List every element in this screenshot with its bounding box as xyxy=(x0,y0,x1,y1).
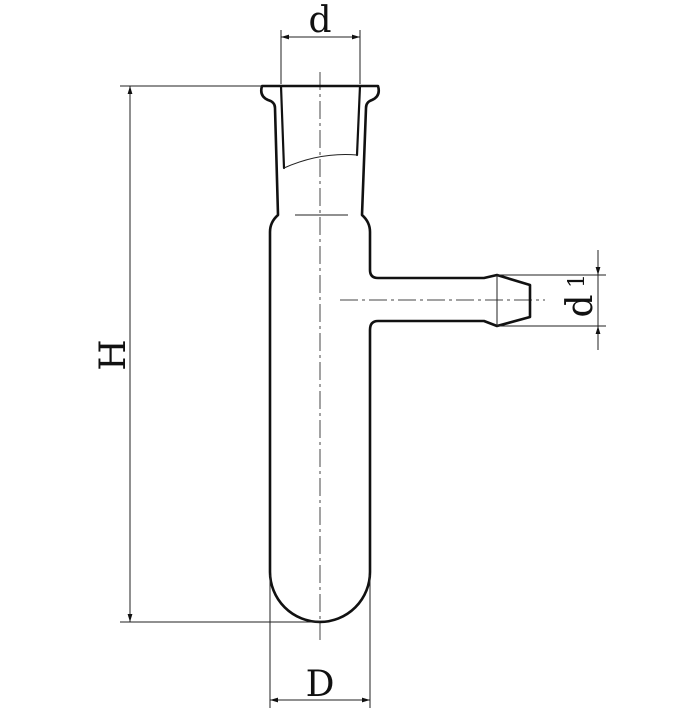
dimension-label-d1-subscript: 1 xyxy=(565,274,590,288)
tube-outline xyxy=(259,84,532,624)
dimension-D: D xyxy=(269,575,371,708)
dimension-d: d xyxy=(280,0,361,84)
dimension-label-D: D xyxy=(306,664,335,705)
dimension-d1: d 1 xyxy=(497,250,606,350)
dimension-label-H: H xyxy=(93,339,134,370)
dimension-H: H xyxy=(93,85,320,623)
dimension-label-d: d xyxy=(308,0,331,41)
dimension-label-d1: d xyxy=(560,294,601,317)
